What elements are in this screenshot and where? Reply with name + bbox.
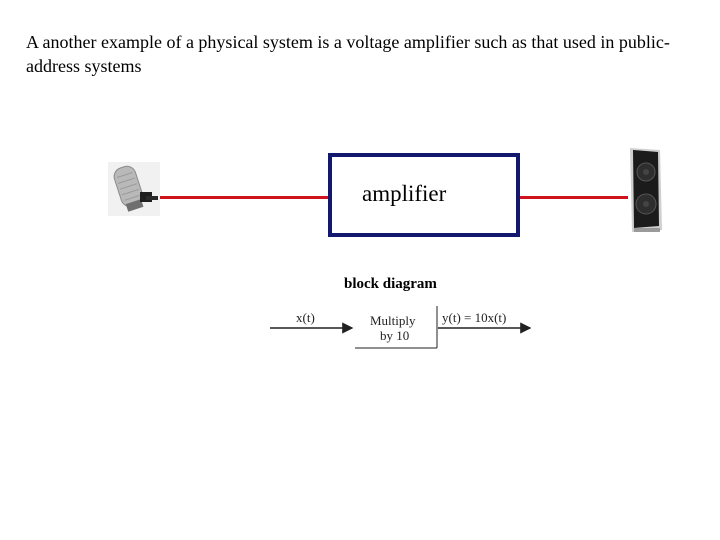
block-diagram-caption: block diagram bbox=[344, 276, 437, 292]
input-label: x(t) bbox=[296, 310, 315, 325]
output-label: y(t) = 10x(t) bbox=[442, 310, 506, 325]
block-line-1: Multiply bbox=[370, 313, 416, 328]
amplifier-box: amplifier bbox=[328, 153, 520, 237]
amplifier-label: amplifier bbox=[362, 181, 447, 206]
speaker-icon bbox=[630, 148, 662, 232]
output-wire bbox=[518, 196, 628, 199]
block-diagram: x(t) Multiply by 10 y(t) = 10x(t) bbox=[270, 306, 532, 349]
intro-text: A another example of a physical system i… bbox=[26, 32, 670, 76]
input-wire bbox=[158, 196, 328, 199]
microphone-icon bbox=[108, 162, 160, 216]
block-line-2: by 10 bbox=[380, 328, 409, 343]
